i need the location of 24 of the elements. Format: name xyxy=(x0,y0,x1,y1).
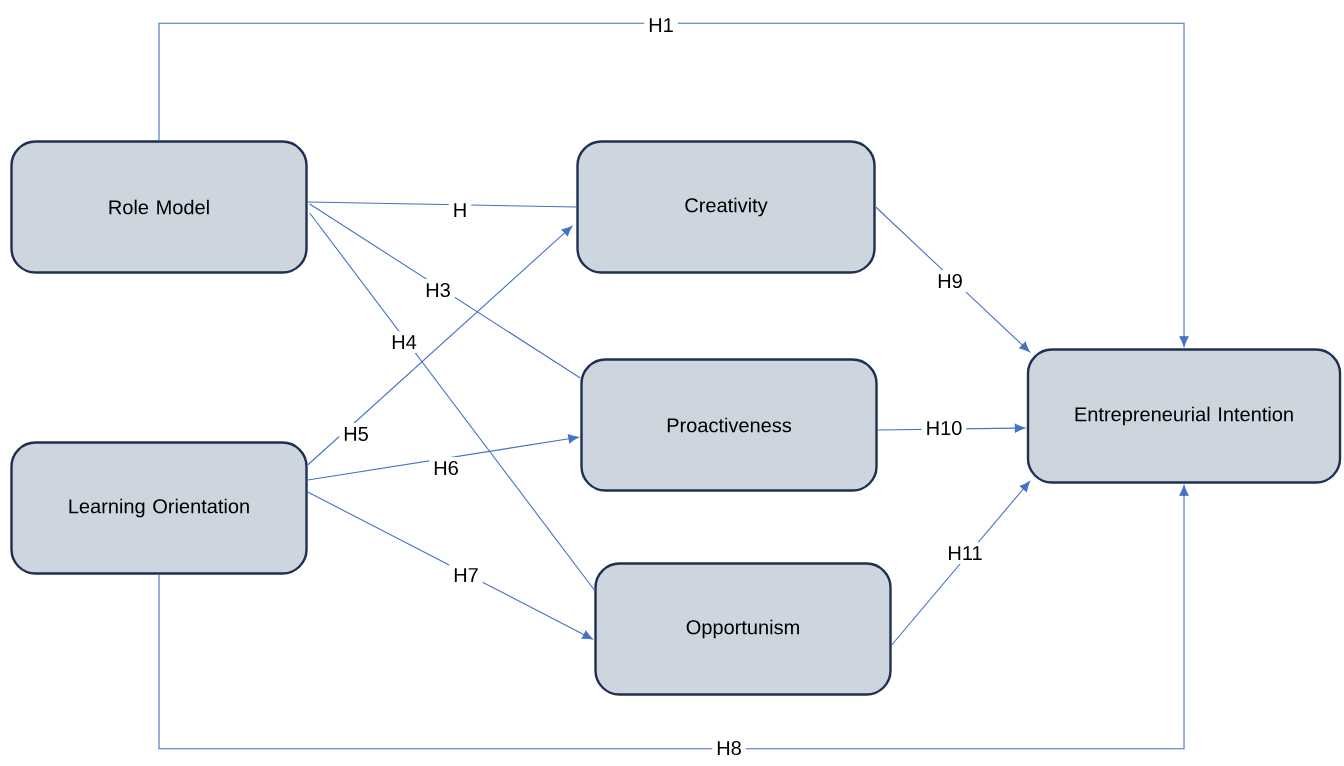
concept-box: Creativity xyxy=(576,140,876,274)
arrow xyxy=(875,206,1030,353)
edge-label: H1 xyxy=(644,14,678,36)
concept-box: Learning Orientation xyxy=(10,441,308,575)
arrow xyxy=(307,434,579,481)
arrow xyxy=(307,491,594,640)
arrow xyxy=(307,225,573,466)
edge-label: H9 xyxy=(933,269,967,293)
concept-box: Opportunism xyxy=(594,562,892,696)
arrow xyxy=(158,485,1189,750)
edge-label: H6 xyxy=(429,456,463,480)
concept-box: Role Model xyxy=(10,140,308,274)
edge-label: H3 xyxy=(421,278,455,302)
arrow xyxy=(891,481,1031,646)
edge-label: H8 xyxy=(712,736,746,760)
concept-box: Entrepreneurial Intention xyxy=(1026,348,1342,484)
arrow xyxy=(158,22,1189,347)
edge-label: H4 xyxy=(387,331,421,353)
edge-label: H11 xyxy=(943,542,987,564)
edge-label: H xyxy=(448,199,472,221)
concept-box: Proactiveness xyxy=(580,358,878,492)
edge-label: H10 xyxy=(921,416,967,440)
edge-label: H5 xyxy=(339,423,373,445)
edge-label: H7 xyxy=(449,564,483,586)
